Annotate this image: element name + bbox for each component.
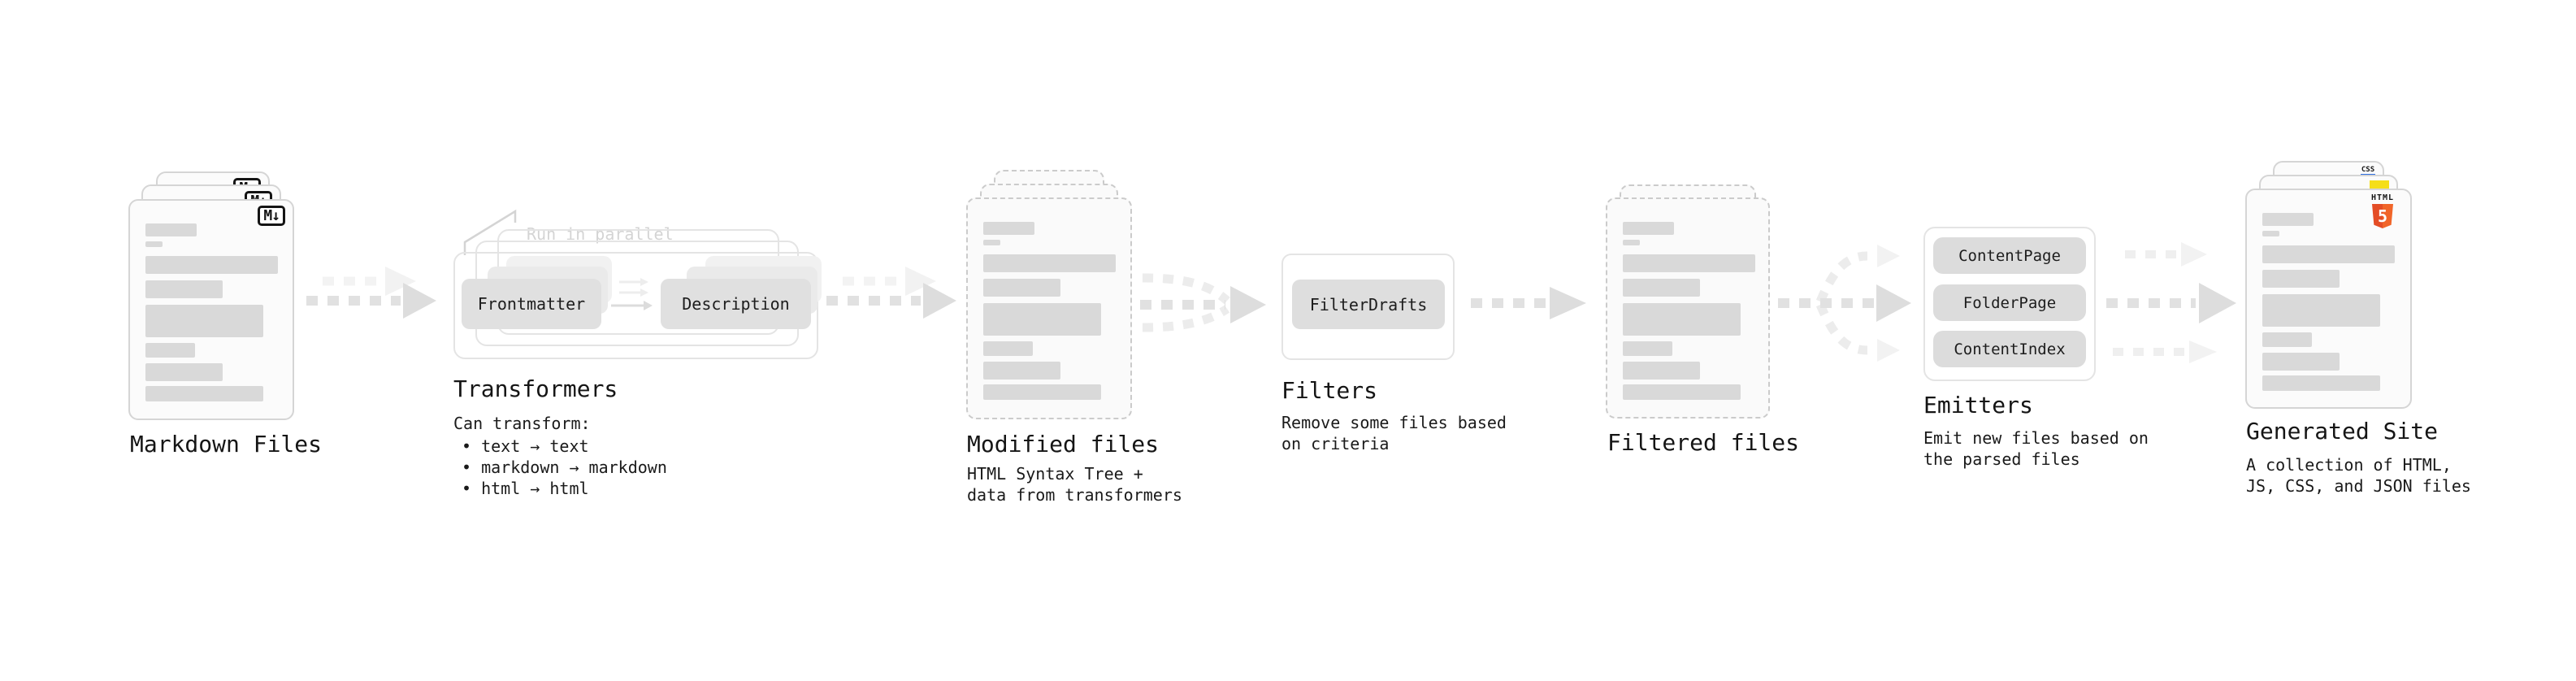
transformers-desc-title: Can transform:: [453, 414, 591, 433]
doc-text-lines: [145, 223, 278, 401]
pill-contentpage: ContentPage: [1933, 237, 2086, 274]
css-label: CSS: [2361, 166, 2375, 174]
markdown-files-title: Markdown Files: [130, 431, 323, 458]
filtered-files-title: Filtered files: [1607, 429, 1800, 456]
transformers-bullets: • text → text • markdown → markdown • ht…: [462, 436, 667, 499]
emitters-desc: Emit new files based on the parsed files: [1923, 428, 2149, 469]
html5-icon: HTML 5: [2365, 194, 2400, 228]
filters-box: [1281, 254, 1455, 360]
html5-shield: 5: [2372, 204, 2393, 228]
markdown-file-card: M↓: [128, 199, 294, 420]
markdown-icon: M↓: [258, 206, 285, 226]
arrow-markdown-to-transformers-icon: [306, 267, 436, 319]
arrow-transformers-to-modified-icon: [826, 267, 956, 319]
emitters-box: [1923, 227, 2096, 381]
bullet-item: • html → html: [462, 479, 589, 498]
doc-text-lines: [983, 222, 1116, 400]
bullet-item: • text → text: [462, 436, 589, 456]
arrows-emitters-to-generated-icon: [2106, 242, 2236, 363]
pill-folderpage: FolderPage: [1933, 284, 2086, 321]
modified-file-card: [966, 197, 1132, 419]
filtered-file-card: [1606, 197, 1770, 419]
arrow-filtered-to-emitters-icon: [1778, 245, 1911, 362]
pill-filterdrafts: FilterDrafts: [1292, 280, 1445, 329]
doc-text-lines: [2262, 213, 2395, 391]
pill-frontmatter: Frontmatter: [462, 279, 601, 329]
doc-text-lines: [1623, 222, 1755, 400]
generated-site-title: Generated Site: [2246, 418, 2439, 445]
callout-line: [463, 209, 517, 255]
pill-description: Description: [661, 279, 811, 329]
filters-desc: Remove some files based on criteria: [1281, 413, 1507, 453]
transformers-title: Transformers: [453, 375, 618, 402]
filters-title: Filters: [1281, 377, 1378, 404]
arrow-filters-to-filtered-icon: [1471, 287, 1586, 319]
modified-files-desc: HTML Syntax Tree + data from transformer…: [967, 464, 1182, 505]
emitters-title: Emitters: [1923, 392, 2033, 419]
arrow-modified-to-filters-icon: [1140, 273, 1266, 332]
parallel-arrows-icon: [611, 278, 653, 310]
generated-file-card: HTML 5: [2245, 189, 2412, 409]
generated-site-desc: A collection of HTML, JS, CSS, and JSON …: [2246, 455, 2471, 496]
html5-label: HTML: [2370, 193, 2395, 202]
pill-contentindex: ContentIndex: [1933, 331, 2086, 367]
modified-files-title: Modified files: [967, 431, 1160, 458]
transformer-box: [453, 252, 818, 359]
bullet-item: • markdown → markdown: [462, 458, 667, 477]
